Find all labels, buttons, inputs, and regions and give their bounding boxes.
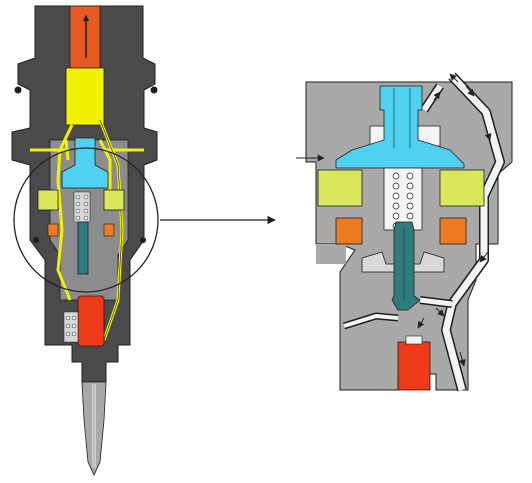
connector-knob-icon — [33, 237, 39, 243]
detail-spring-housing — [383, 167, 423, 231]
left-valve-piston — [77, 221, 89, 275]
magnification-circle — [13, 147, 159, 293]
left-magnet-right — [103, 223, 115, 237]
magnified-detail — [296, 72, 513, 392]
detail-plunger — [397, 341, 431, 391]
inlet-fitting — [69, 5, 101, 69]
fuel-feed-block — [65, 67, 105, 126]
connector-knob-icon — [14, 86, 22, 94]
left-magnet-left — [47, 223, 59, 237]
detail-coil-left — [317, 169, 363, 207]
detail-valve-piston — [391, 221, 421, 311]
full-injector — [11, 5, 159, 476]
plunger-spring-icon — [63, 311, 79, 343]
detail-flow-arrows — [417, 73, 492, 367]
detail-magnet-left — [335, 217, 363, 245]
left-spring-icon — [73, 191, 91, 223]
detail-coil-right — [439, 169, 485, 207]
detail-magnet-right — [439, 217, 467, 245]
detail-return-channel — [342, 72, 505, 392]
detail-valve-plate — [361, 251, 445, 273]
detail-armature — [335, 85, 465, 169]
left-plunger — [77, 295, 105, 347]
left-armature — [61, 137, 109, 189]
left-coil-left — [37, 189, 59, 211]
left-coil-right — [103, 189, 125, 211]
connector-knob-icon — [140, 237, 146, 243]
connector-knob-icon — [150, 86, 158, 94]
